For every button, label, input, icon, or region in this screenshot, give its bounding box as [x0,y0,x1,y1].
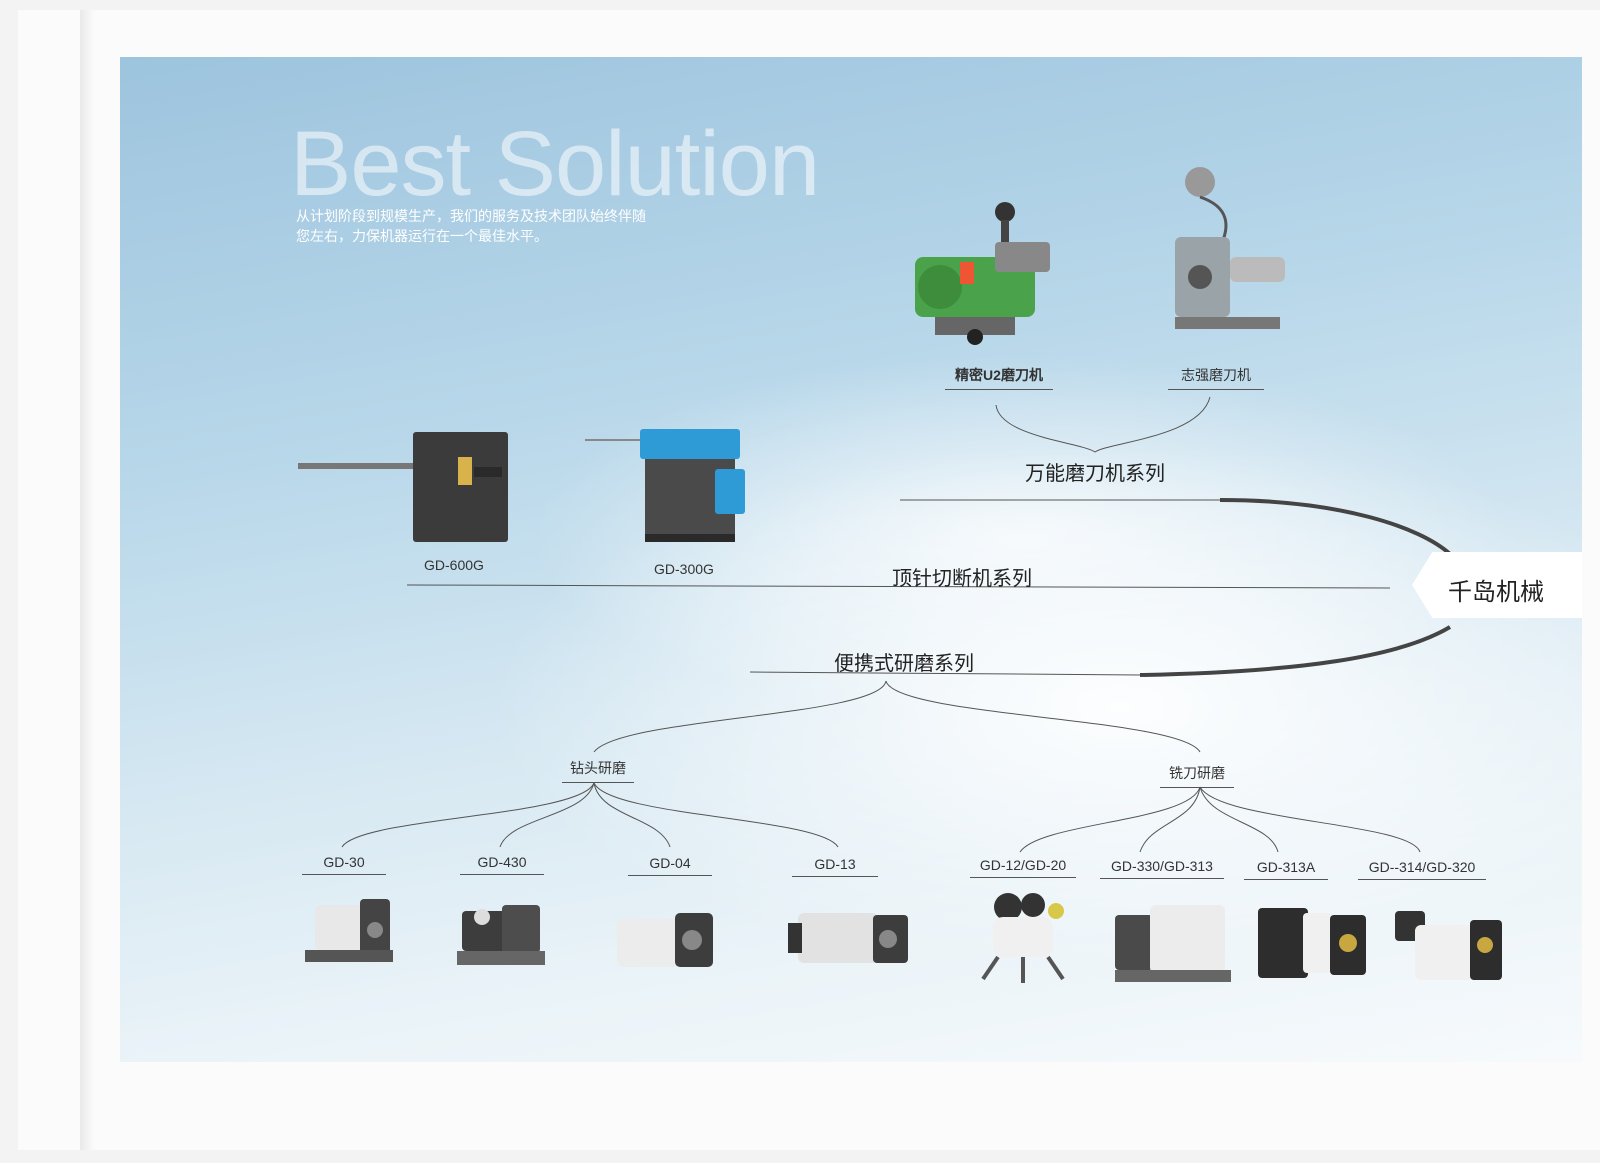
connector-universal [995,396,1211,453]
leaf-drill-4 [593,782,839,848]
leaf-mill-4 [1199,786,1421,853]
brand-tag [1412,552,1582,618]
label-gd-330-gd-313: GD-330/GD-313 [1100,858,1224,879]
machine-image-gd-314-gd-320 [1395,905,1505,995]
connector-lines [341,396,1452,853]
arc-portable [1139,625,1452,677]
machine-image-gd-30 [305,895,393,965]
diagram-panel: Best Solution 从计划阶段到规模生产，我们的服务及技术团队始终伴随 … [120,57,1582,1062]
label-gd-430: GD-430 [460,854,544,875]
page-gutter [80,10,94,1150]
label-zhiqiang: 志强磨刀机 [1168,365,1264,390]
baseline-portable [749,671,1141,676]
baseline-cutoff [406,584,1391,589]
machine-image-gd-12-gd-20 [978,887,1068,987]
machine-image-u2 [905,202,1055,352]
machine-image-gd600g [298,427,508,547]
series-title-universal: 万能磨刀机系列 [1025,461,1165,485]
machine-image-gd-04 [617,907,717,975]
connector-portable-mill [885,680,1201,753]
leaf-drill-2 [499,782,595,848]
label-gd300g: GD-300G [654,561,714,577]
brand-label: 千岛机械 [1448,578,1544,606]
machine-image-gd-330-gd-313 [1115,905,1231,990]
leaf-mill-1 [1019,786,1201,853]
label-u2: 精密U2磨刀机 [945,365,1053,390]
leaf-mill-2 [1139,786,1201,853]
series-title-cutoff: 顶针切断机系列 [892,566,1032,590]
machine-image-gd-13 [788,903,910,973]
leaf-drill-3 [593,782,671,848]
machine-image-gd300g [585,429,750,549]
machine-image-gd-313a [1258,903,1368,995]
intro-line-1: 从计划阶段到规模生产，我们的服务及技术团队始终伴随 [296,209,646,225]
group-title-mill: 铣刀研磨 [1160,763,1234,788]
connector-portable-drill [593,680,887,753]
machine-image-zhiqiang [1160,167,1290,337]
label-gd600g: GD-600G [424,557,484,573]
label-gd-13: GD-13 [792,856,878,877]
label-gd-30: GD-30 [302,854,386,875]
arc-universal [1219,498,1452,556]
label-gd-04: GD-04 [628,855,712,876]
intro-line-2: 您左右，力保机器运行在一个最佳水平。 [296,229,548,245]
hero-title: Best Solution [290,113,820,215]
leaf-mill-3 [1199,786,1279,853]
series-title-portable: 便携式研磨系列 [834,651,974,675]
label-gd-314-gd-320: GD--314/GD-320 [1358,859,1486,880]
group-title-drill: 钻头研磨 [562,758,634,783]
machine-image-gd-430 [457,899,545,969]
label-gd-12-gd-20: GD-12/GD-20 [970,857,1076,878]
leaf-drill-1 [341,782,595,848]
intro-text: 从计划阶段到规模生产，我们的服务及技术团队始终伴随 您左右，力保机器运行在一个最… [296,207,716,247]
label-gd-313a: GD-313A [1244,859,1328,880]
